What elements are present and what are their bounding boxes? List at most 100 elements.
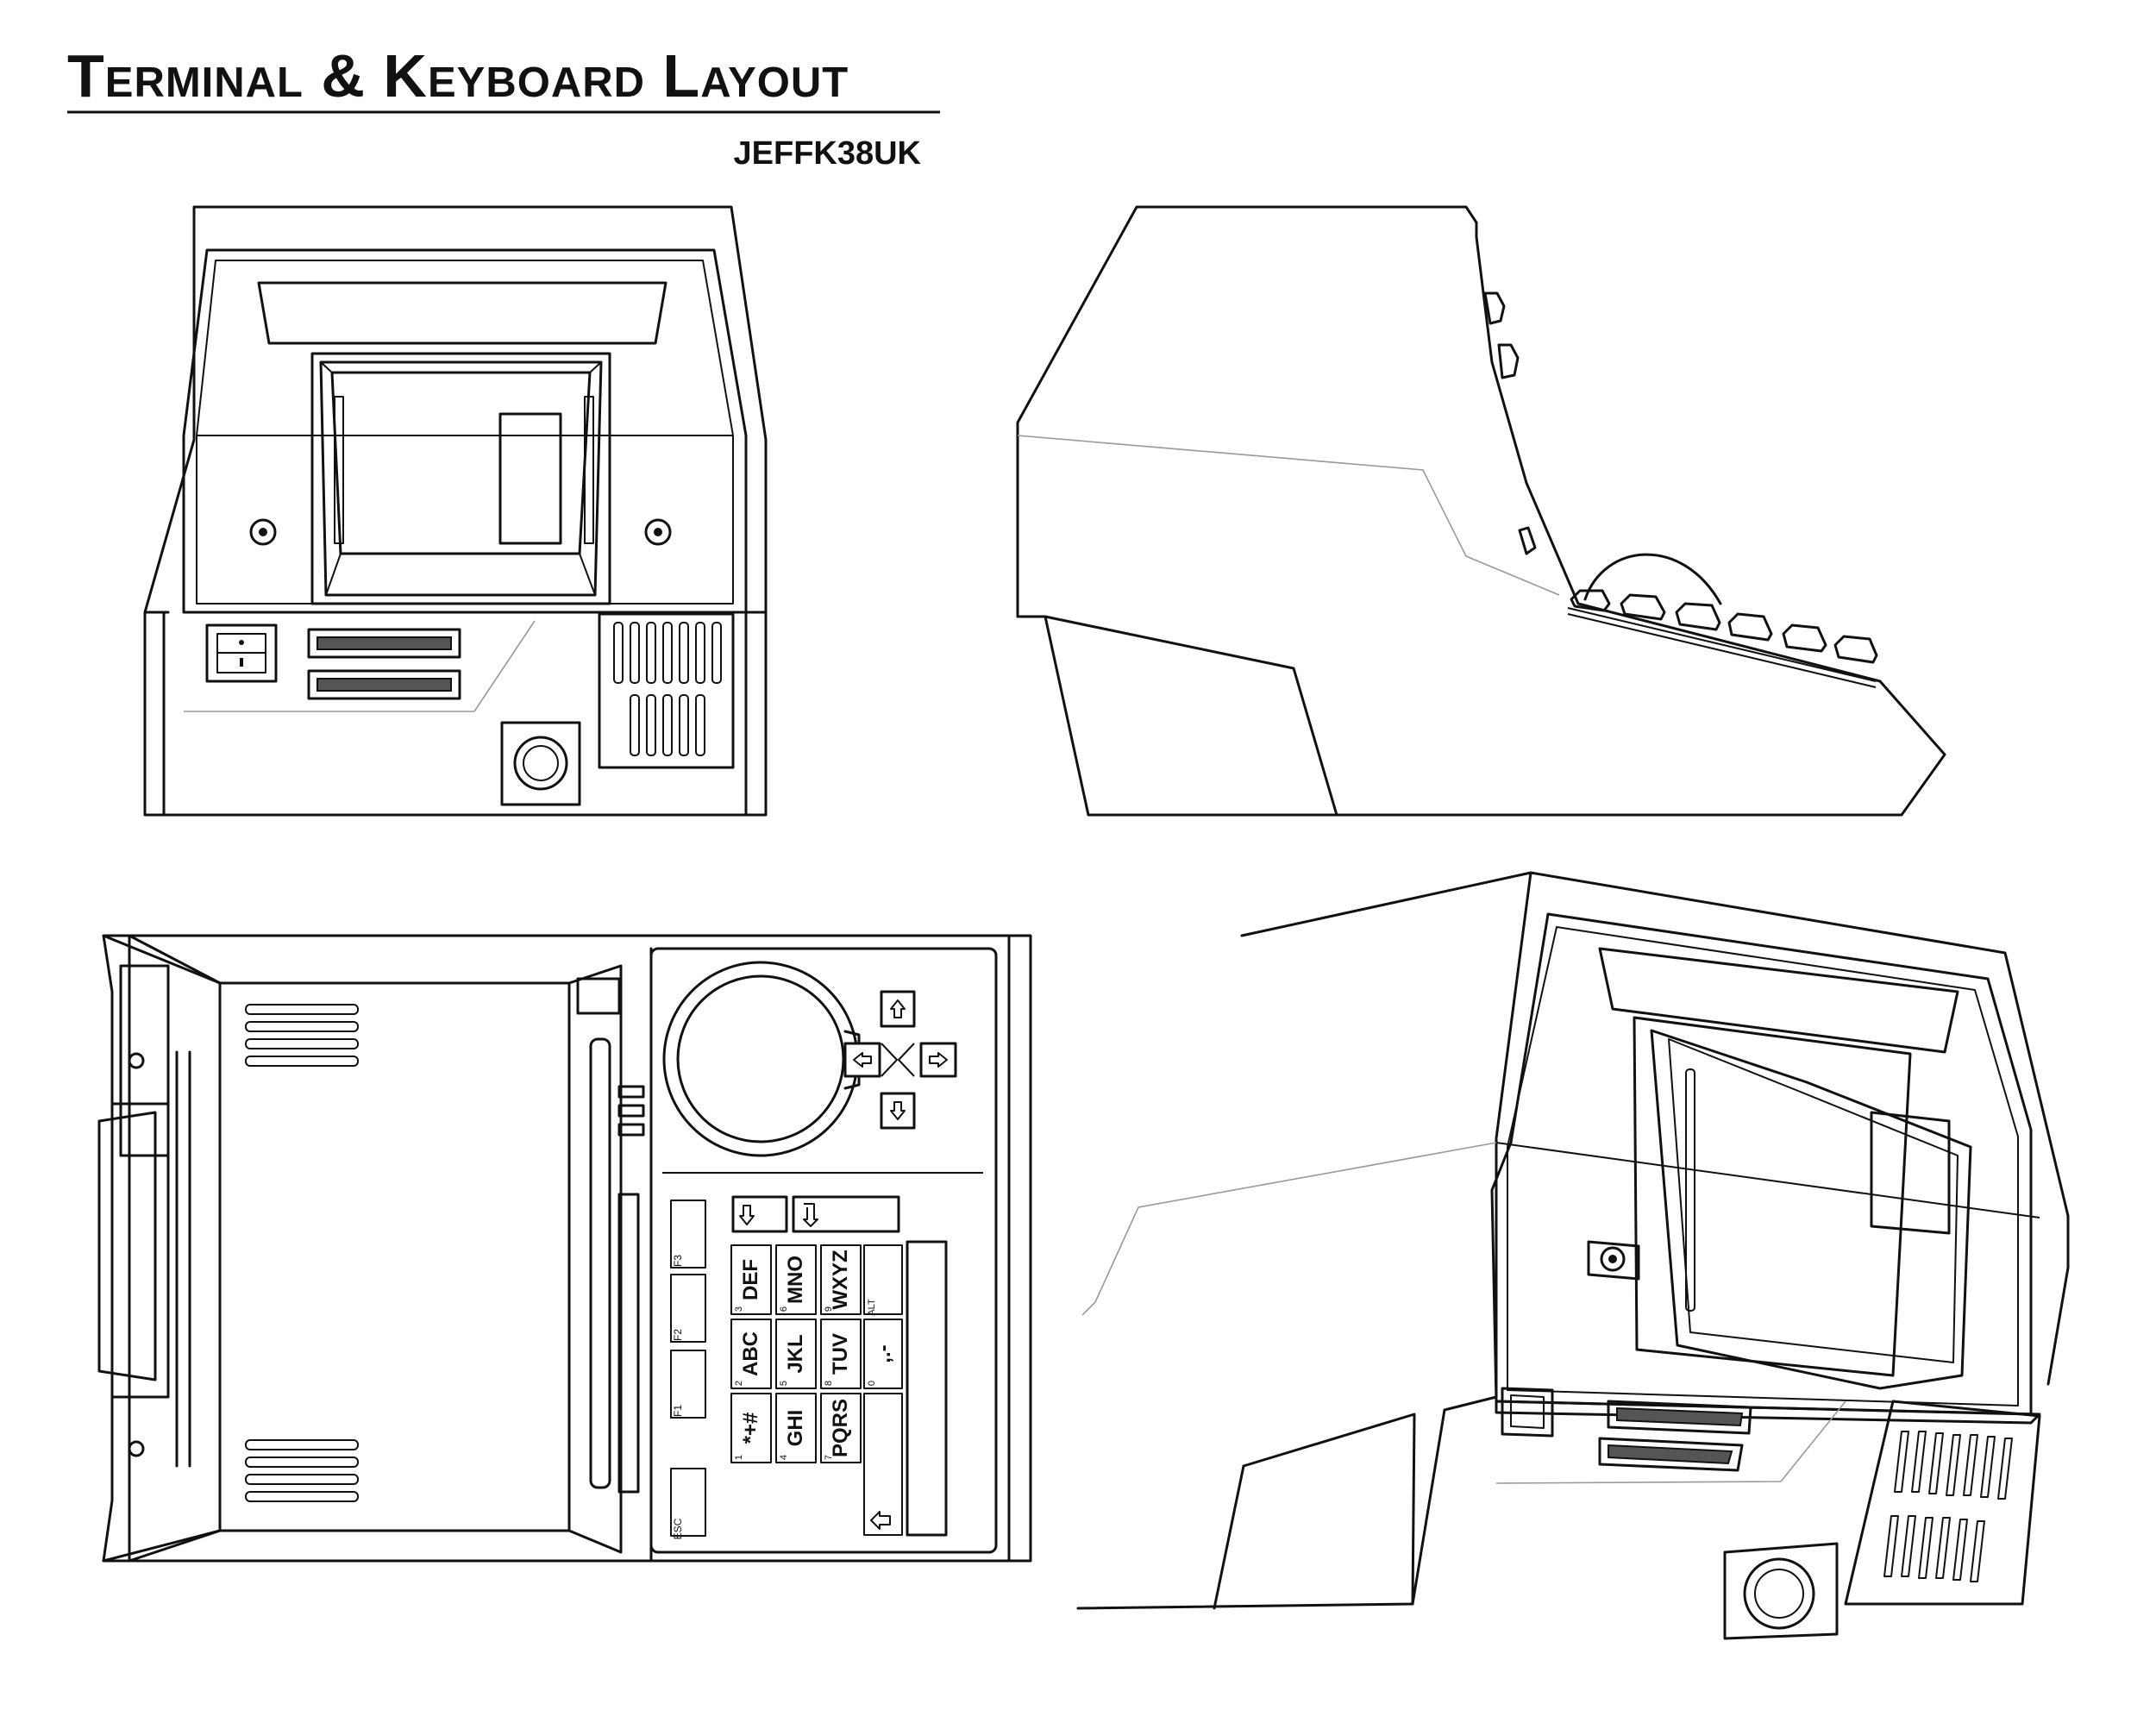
front-screen — [310, 352, 611, 605]
knob-icon[interactable] — [1483, 291, 1506, 325]
function-key[interactable]: ESC — [670, 1468, 706, 1539]
function-key-label: F3 — [672, 1255, 684, 1267]
knob-icon[interactable] — [1518, 526, 1537, 555]
card-slot — [307, 628, 461, 659]
keypad-letters: DEF — [739, 1259, 762, 1300]
screw-icon — [1600, 1246, 1626, 1272]
top-left-wing — [128, 934, 222, 1563]
top-enter-key[interactable] — [792, 1195, 900, 1233]
keypad-letters: ,.- — [872, 1344, 895, 1363]
perspective-vent — [1844, 1400, 2041, 1606]
front-view — [143, 205, 768, 817]
alt-key-label: ALT — [867, 1299, 877, 1316]
keypad-digit: 9 — [824, 1306, 834, 1312]
keypad-digit: 2 — [734, 1381, 744, 1386]
keypad-letters: WXYZ — [829, 1250, 852, 1309]
top-vent-lower — [245, 1439, 359, 1502]
side-keycaps — [1567, 589, 1878, 688]
keypad-key[interactable]: 1 *+# — [730, 1393, 772, 1463]
top-down-key[interactable] — [731, 1195, 788, 1233]
keypad-key[interactable]: 2 ABC — [730, 1319, 772, 1389]
up-arrow-icon — [890, 999, 906, 1018]
keypad-key[interactable]: 3 DEF — [730, 1244, 772, 1315]
arrow-down-key[interactable] — [880, 1092, 916, 1130]
function-key-label: ESC — [672, 1518, 684, 1539]
vent-slots — [1883, 1431, 2013, 1582]
screen-label-window — [498, 412, 562, 545]
keypad-letters: GHI — [784, 1410, 807, 1447]
power-switch[interactable] — [205, 623, 278, 683]
front-visor — [257, 281, 667, 345]
keypad-key[interactable]: 5 JKL — [775, 1319, 817, 1389]
keypad-digit: 3 — [734, 1306, 744, 1312]
card-slot — [1598, 1437, 1744, 1472]
left-arrow-icon — [853, 1052, 872, 1068]
vent-slots — [613, 622, 722, 756]
top-vent-upper — [245, 1004, 359, 1067]
card-slot — [307, 669, 461, 700]
front-vent — [598, 612, 735, 769]
function-key[interactable]: F3 — [670, 1200, 706, 1269]
keypad-letters: ABC — [739, 1331, 762, 1376]
keypad-key[interactable]: 4 GHI — [775, 1393, 817, 1463]
keypad-digit: 4 — [779, 1455, 789, 1460]
arrow-up-key[interactable] — [880, 990, 916, 1028]
keyboard-plate — [649, 947, 998, 1554]
screw-icon — [644, 518, 672, 546]
top-side-panel — [110, 1102, 170, 1399]
arrow-left-key[interactable] — [843, 1042, 881, 1078]
keypad-digit: 1 — [734, 1455, 744, 1460]
space-bar[interactable] — [906, 1240, 948, 1537]
din-port — [500, 721, 581, 806]
function-key-label: F2 — [672, 1329, 684, 1341]
extra-keys: ALT 0 ,.- — [863, 1244, 903, 1536]
perspective-view — [1076, 871, 2070, 1640]
front-bezel — [182, 248, 748, 614]
backspace-key[interactable] — [863, 1393, 903, 1536]
keypad-digit: 0 — [867, 1381, 877, 1386]
arrow-cluster — [843, 990, 957, 1130]
keypad-letters: MNO — [784, 1256, 807, 1304]
keypad-digit: 5 — [779, 1381, 789, 1386]
perspective-top-edge — [1240, 871, 2070, 1386]
keypad-letters: TUV — [829, 1333, 852, 1375]
keypad-letters: *+# — [739, 1413, 762, 1444]
side-profile — [1016, 205, 1946, 817]
perspective-visor — [1598, 947, 1959, 1054]
screw-icon — [249, 518, 277, 546]
arrow-right-key[interactable] — [919, 1042, 957, 1078]
trackball-dome — [1583, 553, 1722, 605]
left-arrow-icon — [870, 1511, 891, 1530]
side-base-edge — [1044, 615, 1338, 817]
front-shell — [143, 205, 768, 817]
knob-icon[interactable] — [1497, 343, 1520, 379]
keypad-digit: 6 — [779, 1306, 789, 1312]
screw-icon — [128, 1440, 145, 1457]
side-view — [1016, 205, 1946, 817]
perspective-screen — [1633, 1016, 1912, 1377]
enter-arrow-icon — [803, 1203, 818, 1227]
alt-key[interactable]: ALT — [863, 1244, 903, 1316]
screen-label-window — [1870, 1111, 1951, 1235]
screen-edge — [589, 1037, 611, 1489]
author-signature: JEFFK38UK — [734, 135, 922, 172]
power-switch[interactable] — [1501, 1387, 1554, 1438]
function-key[interactable]: F1 — [670, 1350, 706, 1419]
function-key-label: F1 — [672, 1405, 684, 1417]
keypad-digit: 8 — [824, 1381, 834, 1386]
keypad-letters: JKL — [784, 1334, 807, 1373]
header: Terminal & Keyboard Layout JEFFK38UK — [67, 42, 940, 172]
keypad-digit: 7 — [824, 1455, 834, 1460]
zero-key[interactable]: 0 ,.- — [863, 1319, 903, 1389]
keypad-key[interactable]: 6 MNO — [775, 1244, 817, 1315]
down-arrow-icon — [890, 1101, 906, 1120]
function-key[interactable]: F2 — [670, 1274, 706, 1343]
keypad-key[interactable]: 8 TUV — [820, 1319, 862, 1389]
trackball[interactable] — [662, 961, 859, 1157]
